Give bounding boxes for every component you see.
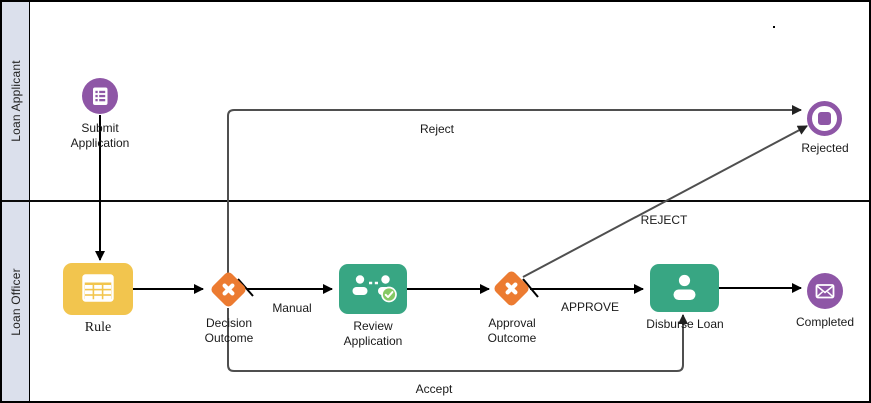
node-review-application-label: Review Application (343, 319, 403, 348)
node-disburse-loan-label: Disburse Loan (646, 317, 724, 331)
node-completed[interactable] (807, 273, 843, 309)
node-rule-label: Rule (84, 320, 112, 335)
stray-dot-mark (773, 26, 775, 28)
node-rule[interactable] (63, 263, 133, 315)
lane-loan-officer[interactable]: Loan Officer (2, 202, 30, 401)
two-users-check-icon (352, 275, 397, 303)
edge-label-approve: APPROVE (560, 300, 620, 314)
x-gateway-icon (222, 283, 235, 296)
node-decision-outcome[interactable] (209, 270, 248, 309)
edge-label-accept: Accept (415, 382, 453, 396)
node-review-application[interactable] (339, 264, 407, 314)
node-submit-application[interactable] (82, 78, 118, 114)
default-flow-slash-approval (522, 278, 539, 298)
envelope-message-icon (815, 284, 835, 299)
lane-loan-applicant[interactable]: Loan Applicant (2, 2, 30, 200)
node-completed-label: Completed (795, 315, 855, 329)
flow-approval-to-rejected[interactable] (522, 125, 808, 278)
user-task-icon (673, 274, 696, 300)
node-rejected-label: Rejected (801, 141, 849, 155)
x-gateway-icon (505, 282, 518, 295)
node-disburse-loan[interactable] (650, 264, 719, 312)
decision-table-icon (82, 274, 114, 302)
node-approval-outcome-label: Approval Outcome (487, 316, 537, 345)
node-decision-outcome-label: Decision Outcome (204, 316, 254, 345)
edge-label-manual: Manual (272, 301, 312, 315)
node-submit-application-label: Submit Application (70, 121, 130, 150)
edge-label-reject-top: Reject (419, 122, 454, 136)
edge-label-reject-diagonal: REJECT (640, 213, 688, 227)
node-rejected[interactable] (807, 101, 842, 136)
flow-decision-to-rejected[interactable] (227, 105, 802, 274)
form-list-icon (93, 87, 108, 105)
flow-decision-to-disburse-accept[interactable] (227, 308, 688, 372)
lane-divider (2, 200, 869, 202)
terminate-square-icon (807, 101, 842, 136)
node-approval-outcome[interactable] (492, 269, 531, 308)
